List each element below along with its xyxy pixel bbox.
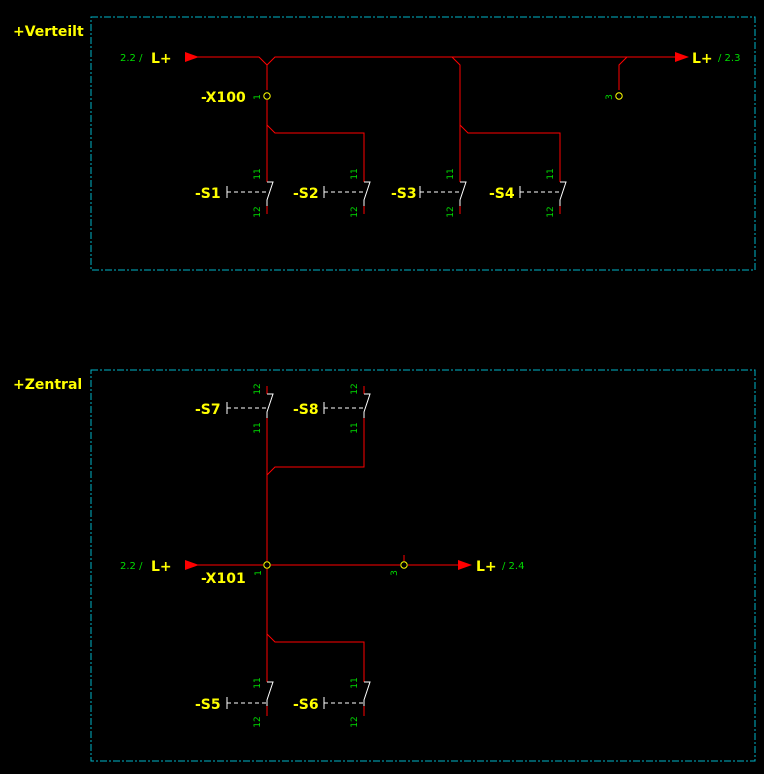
- potential-arrow-top-in: [185, 52, 199, 62]
- potential-arrow-bottom-in: [185, 560, 199, 570]
- frame-zentral: [90, 369, 756, 762]
- switch-s1-tag[interactable]: -S1: [195, 186, 221, 202]
- ref-bottom-out[interactable]: / 2.4: [502, 561, 524, 572]
- terminal-x100-tag[interactable]: -X100: [201, 90, 246, 106]
- potential-top-in[interactable]: L+: [151, 51, 172, 67]
- switch-s4-tag[interactable]: -S4: [489, 186, 515, 202]
- potential-bottom-out[interactable]: L+: [476, 559, 497, 575]
- switch-s2-pin-top: 11: [350, 168, 360, 179]
- switch-s8-pin-top: 12: [350, 383, 360, 394]
- location-zentral-label[interactable]: +Zentral: [13, 377, 82, 393]
- switch-s8[interactable]: -S8 12 11: [293, 383, 371, 434]
- frame-verteilt: [90, 16, 756, 271]
- switch-s6[interactable]: -S6 11 12: [293, 677, 371, 728]
- switch-s2-pin-bottom: 12: [350, 206, 360, 217]
- ref-top-in[interactable]: 2.2 /: [120, 53, 143, 64]
- switch-s6-tag[interactable]: -S6: [293, 697, 319, 713]
- switch-s8-tag[interactable]: -S8: [293, 402, 319, 418]
- switch-s7-tag[interactable]: -S7: [195, 402, 221, 418]
- switch-s5-pin-bottom: 12: [253, 716, 263, 727]
- switch-s7-pin-bottom: 11: [253, 422, 263, 433]
- switch-s3-tag[interactable]: -S3: [391, 186, 417, 202]
- location-verteilt-label[interactable]: +Verteilt: [13, 24, 84, 40]
- switch-s1-pin-top: 11: [253, 168, 263, 179]
- switch-s6-pin-top: 11: [350, 677, 360, 688]
- switch-s2[interactable]: -S2 11 12: [293, 168, 371, 218]
- switch-s3[interactable]: -S3 11 12: [391, 168, 467, 218]
- ref-top-out[interactable]: / 2.3: [718, 53, 740, 64]
- switch-s1[interactable]: -S1 11 12: [195, 168, 274, 218]
- potential-arrow-top-out: [675, 52, 689, 62]
- switch-s5[interactable]: -S5 11 12: [195, 677, 274, 728]
- terminal-x101-pin1-label: 1: [254, 570, 264, 576]
- ref-bottom-in[interactable]: 2.2 /: [120, 561, 143, 572]
- switch-s3-pin-bottom: 12: [446, 206, 456, 217]
- potential-bottom-in[interactable]: L+: [151, 559, 172, 575]
- terminal-x101-pin1-icon[interactable]: [263, 561, 271, 569]
- potential-top-out[interactable]: L+: [692, 51, 713, 67]
- switch-s4-pin-bottom: 12: [546, 206, 556, 217]
- wires-top: [185, 56, 677, 182]
- switch-s5-pin-top: 11: [253, 677, 263, 688]
- terminal-x100-pin1-label: 1: [253, 94, 263, 100]
- terminal-x100-pin3-icon[interactable]: [615, 92, 623, 100]
- switch-s6-pin-bottom: 12: [350, 716, 360, 727]
- switch-s4[interactable]: -S4 11 12: [489, 168, 567, 218]
- terminal-x101-pin3-label: 3: [390, 570, 400, 576]
- terminal-x101-tag[interactable]: -X101: [201, 571, 246, 587]
- switch-s8-pin-bottom: 11: [350, 422, 360, 433]
- switch-s3-pin-top: 11: [446, 168, 456, 179]
- wires-bottom: [185, 418, 460, 682]
- terminal-x100-pin3-label: 3: [605, 94, 615, 100]
- switch-s2-tag[interactable]: -S2: [293, 186, 319, 202]
- switch-s4-pin-top: 11: [546, 168, 556, 179]
- terminal-x100-pin1-icon[interactable]: [263, 92, 271, 100]
- switch-s1-pin-bottom: 12: [253, 206, 263, 217]
- terminal-x101-pin3-icon[interactable]: [400, 561, 408, 569]
- potential-arrow-bottom-out: [458, 560, 472, 570]
- switch-s5-tag[interactable]: -S5: [195, 697, 221, 713]
- switch-s7-pin-top: 12: [253, 383, 263, 394]
- switch-s7[interactable]: -S7 12 11: [195, 383, 274, 434]
